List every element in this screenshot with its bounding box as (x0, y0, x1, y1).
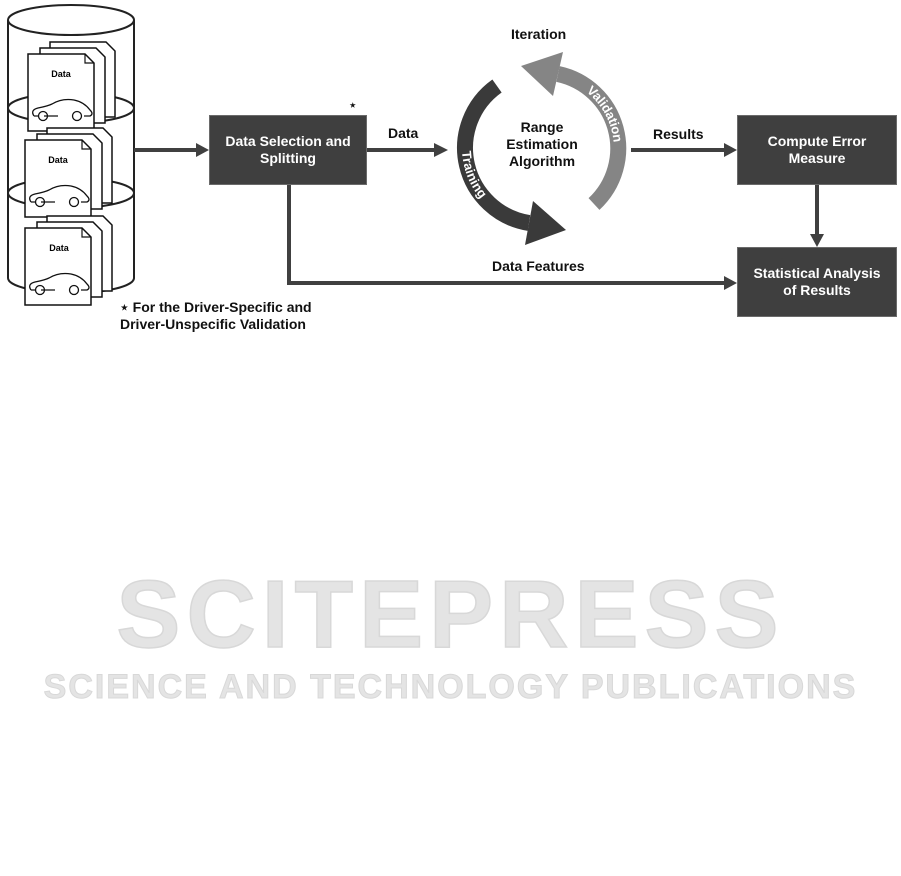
arrowhead-icon (434, 143, 448, 157)
compute-error-box: Compute Error Measure (737, 115, 897, 185)
algorithm-line: Range (520, 119, 564, 135)
validation-arrowhead-icon (521, 52, 563, 96)
document-stack (24, 127, 113, 218)
algorithm-line: Estimation (506, 136, 578, 152)
footnote: ⋆ For the Driver-Specific and Driver-Uns… (120, 299, 312, 333)
training-arrowhead-icon (525, 201, 566, 245)
statistical-analysis-box: Statistical Analysis of Results (737, 247, 897, 317)
arrowhead-icon (724, 276, 737, 290)
doc-label: Data (49, 243, 70, 253)
edge-label-data: Data (388, 125, 419, 141)
edge-data-features (287, 185, 726, 285)
training-arc (457, 79, 531, 231)
arrowhead-icon (724, 143, 737, 157)
algorithm-line: Algorithm (508, 153, 576, 169)
arrowhead-icon (810, 234, 824, 247)
iteration-label: Iteration (511, 26, 567, 42)
doc-label: Data (48, 155, 69, 165)
algorithm-label: Range Estimation Algorithm (492, 119, 592, 170)
edge-label-results: Results (653, 126, 704, 142)
footnote-line: Driver-Unspecific Validation (120, 316, 306, 332)
selection-marker: ⋆ (349, 98, 357, 112)
document-stack (24, 215, 113, 306)
validation-arc (556, 66, 627, 210)
edge-label-data-features: Data Features (492, 258, 585, 274)
data-selection-box: Data Selection and Splitting (209, 115, 367, 185)
footnote-line: ⋆ For the Driver-Specific and (120, 299, 312, 315)
watermark-title: SCITEPRESS (116, 560, 785, 669)
doc-label: Data (51, 69, 72, 79)
document-stack (27, 41, 116, 132)
watermark-subtitle: SCIENCE AND TECHNOLOGY PUBLICATIONS (43, 668, 858, 707)
arrowhead-icon (196, 143, 209, 157)
